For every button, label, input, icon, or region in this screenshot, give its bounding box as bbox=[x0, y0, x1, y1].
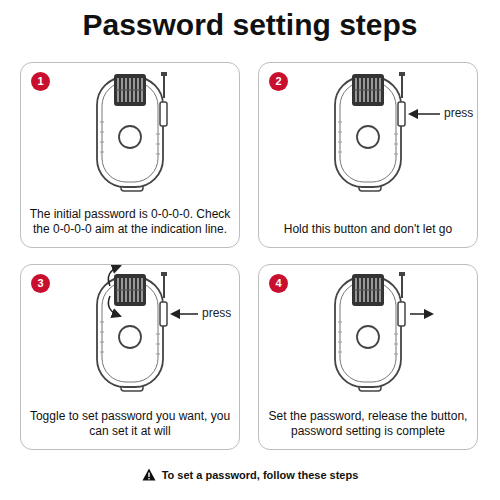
press-label: press bbox=[202, 306, 231, 320]
step-description: The initial password is 0-0-0-0. Check t… bbox=[29, 207, 231, 238]
step-number: 4 bbox=[269, 274, 288, 293]
step-panel: 1The initial password is 0-0-0-0. Check … bbox=[20, 62, 240, 248]
step-description: Set the password, release the button, pa… bbox=[267, 409, 469, 440]
step-panel: 3Toggle to set password you want, you ca… bbox=[20, 264, 240, 450]
step-panel: 4Set the password, release the button, p… bbox=[258, 264, 478, 450]
step-description: Toggle to set password you want, you can… bbox=[29, 409, 231, 440]
press-label: press bbox=[444, 106, 473, 120]
caption: To set a password, follow these steps bbox=[162, 469, 359, 481]
step-number: 1 bbox=[31, 72, 50, 91]
step-description: Hold this button and don't let go bbox=[267, 222, 469, 238]
step-number: 2 bbox=[269, 72, 288, 91]
step-panel: 2Hold this button and don't let go bbox=[258, 62, 478, 248]
step-number: 3 bbox=[31, 274, 50, 293]
warning-icon bbox=[142, 468, 156, 481]
title: Password setting steps bbox=[0, 8, 500, 42]
caption-row: To set a password, follow these steps bbox=[0, 468, 500, 481]
